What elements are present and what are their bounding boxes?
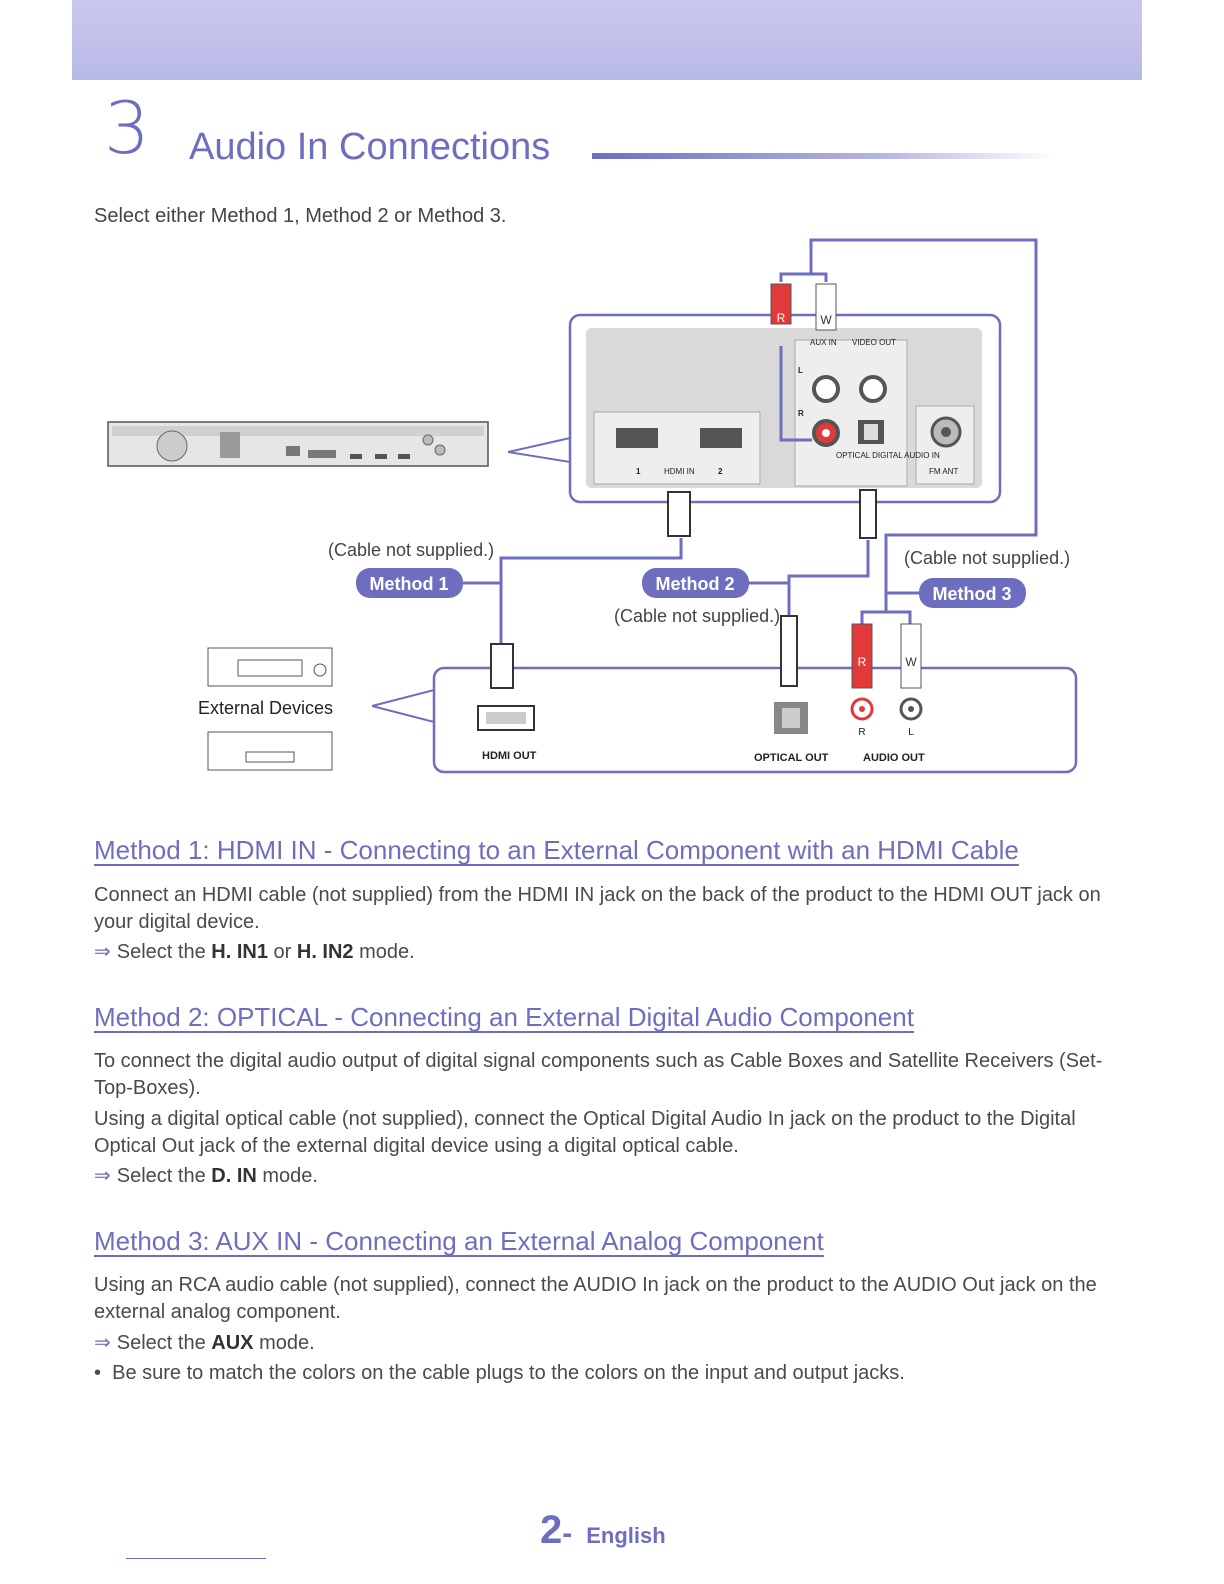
cable-note-3: (Cable not supplied.) xyxy=(904,548,1070,568)
rca-plug-red-top: R xyxy=(770,283,792,325)
method-3-note: • Be sure to match the colors on the cab… xyxy=(94,1362,905,1384)
fm-ant-label: FM ANT xyxy=(929,467,958,476)
method-2-body-2: Using a digital optical cable (not suppl… xyxy=(94,1108,1076,1157)
svg-text:Method 3: Method 3 xyxy=(933,584,1012,604)
product-back-panel xyxy=(107,421,489,467)
video-out-label: VIDEO OUT xyxy=(852,338,896,347)
rca-plug-white-top: W xyxy=(815,283,837,331)
chapter-number: 3 xyxy=(104,86,150,170)
method-1-select: ⇒Select the H. IN1 or H. IN2 mode. xyxy=(94,941,415,963)
svg-text:R: R xyxy=(858,655,867,669)
method-3-heading: Method 3: AUX IN - Connecting an Externa… xyxy=(94,1226,824,1256)
method-3-select: ⇒Select the AUX mode. xyxy=(94,1332,315,1354)
svg-text:Method 1: Method 1 xyxy=(370,574,449,594)
connection-diagram: 1 HDMI IN 2 AUX IN VIDEO OUT L R OPTICAL… xyxy=(107,238,1078,774)
method-2-select: ⇒Select the D. IN mode. xyxy=(94,1165,318,1187)
panel-zoom: 1 HDMI IN 2 AUX IN VIDEO OUT L R OPTICAL… xyxy=(568,313,1002,504)
page-footer: 2 - English xyxy=(540,1508,666,1553)
header-band xyxy=(72,0,1142,80)
page-language: English xyxy=(586,1523,666,1548)
optical-in-label: OPTICAL DIGITAL AUDIO IN xyxy=(836,451,940,460)
cable-note-1: (Cable not supplied.) xyxy=(328,540,494,560)
arrow-icon: ⇒ xyxy=(94,1332,111,1354)
method-3-body: Using an RCA audio cable (not supplied),… xyxy=(94,1274,1097,1323)
jack-l-mark-panel: L xyxy=(798,366,803,375)
hdmi-in-label: HDMI IN xyxy=(664,467,695,476)
hdmi-plug-bottom xyxy=(490,643,514,689)
footer-line xyxy=(126,1558,266,1559)
external-device-1 xyxy=(207,647,333,687)
method-2-heading: Method 2: OPTICAL - Connecting an Extern… xyxy=(94,1002,914,1032)
audio-out-label: AUDIO OUT xyxy=(863,752,925,764)
title-rule xyxy=(592,153,1052,159)
rca-plug-red-bottom: R xyxy=(851,623,873,689)
hdmi-in-port-1-label: 1 xyxy=(636,467,641,476)
arrow-icon: ⇒ xyxy=(94,941,111,963)
jack-l-mark: L xyxy=(908,727,914,738)
chapter-title: Audio In Connections xyxy=(189,126,551,168)
method-1-badge: Method 1 xyxy=(356,568,463,598)
aux-in-label: AUX IN xyxy=(810,338,837,347)
optical-plug-bottom xyxy=(780,615,798,687)
cable-note-2: (Cable not supplied.) xyxy=(614,606,780,626)
method-2-badge: Method 2 xyxy=(642,568,749,598)
hdmi-plug-top xyxy=(667,491,691,537)
external-device-2 xyxy=(207,731,333,771)
page-number: 2 xyxy=(540,1508,563,1552)
page-dash: - xyxy=(562,1517,573,1550)
method-1-heading: Method 1: HDMI IN - Connecting to an Ext… xyxy=(94,835,1019,865)
svg-text:W: W xyxy=(905,655,917,669)
svg-text:Method 2: Method 2 xyxy=(656,574,735,594)
bullet-icon: • xyxy=(94,1362,113,1384)
cable-lines xyxy=(463,238,1038,650)
intro-text: Select either Method 1, Method 2 or Meth… xyxy=(94,205,507,227)
external-panel-zoom: R L HDMI OUT OPTICAL OUT AUDIO OUT xyxy=(432,666,1078,774)
rca-plug-white-bottom: W xyxy=(900,623,922,689)
hdmi-out-label: HDMI OUT xyxy=(482,750,537,762)
svg-text:W: W xyxy=(820,313,832,327)
jack-r-mark-panel: R xyxy=(798,409,804,418)
jack-r-mark: R xyxy=(858,727,865,738)
optical-out-label: OPTICAL OUT xyxy=(754,752,829,764)
optical-plug-top xyxy=(859,489,877,539)
svg-text:R: R xyxy=(777,311,786,325)
external-devices-label: External Devices xyxy=(198,698,333,718)
method-3-badge: Method 3 xyxy=(919,578,1026,608)
arrow-icon: ⇒ xyxy=(94,1165,111,1187)
method-2-body-1: To connect the digital audio output of d… xyxy=(94,1050,1103,1099)
method-1-body: Connect an HDMI cable (not supplied) fro… xyxy=(94,884,1101,933)
hdmi-in-port-2-label: 2 xyxy=(718,467,723,476)
